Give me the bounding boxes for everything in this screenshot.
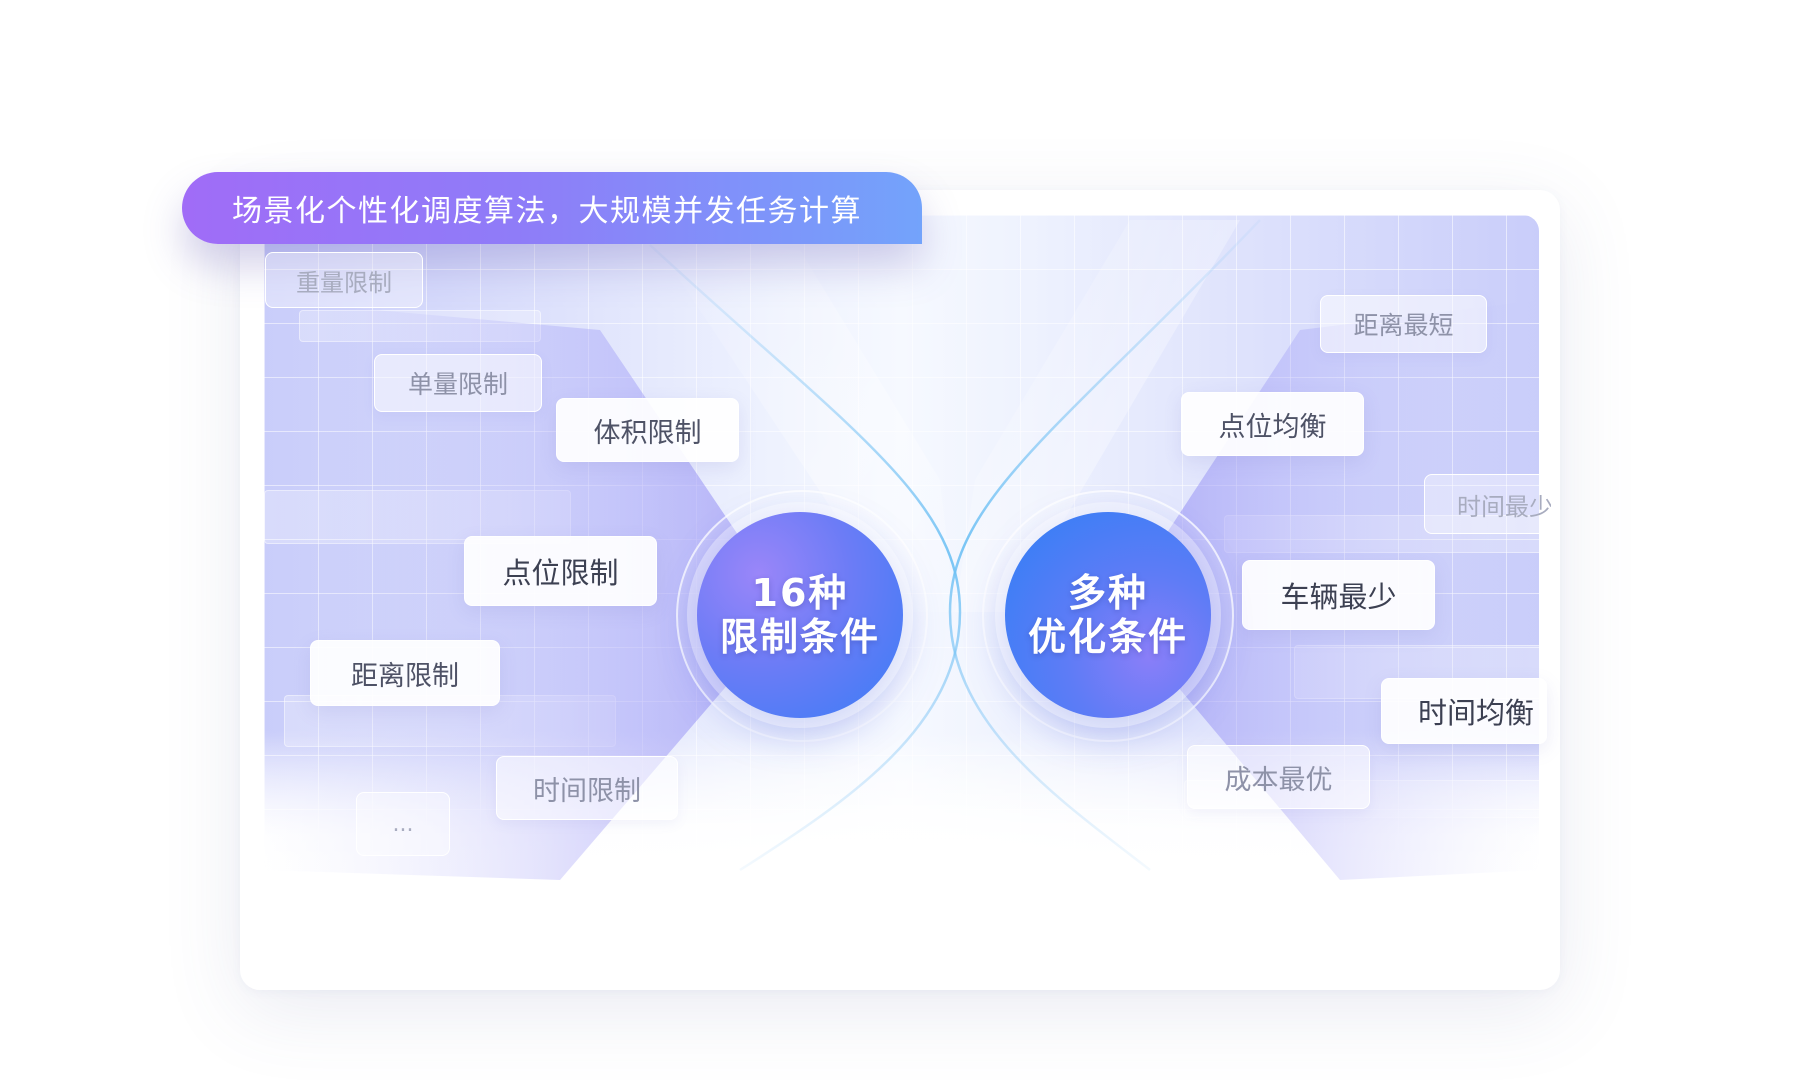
optimization-conditions-circle: 多种 优化条件	[1005, 512, 1211, 718]
tag-time-limit: 时间限制	[496, 756, 678, 820]
title-text: 场景化个性化调度算法，大规模并发任务计算	[232, 194, 862, 229]
tag-volume-limit: 体积限制	[556, 398, 739, 462]
tag-order-limit: 单量限制	[374, 354, 542, 412]
tag-shortest-distance: 距离最短	[1320, 295, 1487, 353]
tag-point-balance: 点位均衡	[1181, 392, 1364, 456]
tag-optimal-cost: 成本最优	[1187, 745, 1370, 809]
tag-distance-limit: 距离限制	[310, 640, 500, 706]
tag-fewest-vehicles: 车辆最少	[1242, 560, 1435, 630]
tag-time-balance: 时间均衡	[1381, 678, 1547, 744]
tag-weight-limit: 重量限制	[265, 252, 423, 308]
title-banner: 场景化个性化调度算法，大规模并发任务计算	[182, 172, 922, 244]
optimization-count-text: 多种	[1067, 571, 1148, 615]
limit-label-text: 限制条件	[719, 615, 880, 659]
limit-conditions-circle: 16种 限制条件	[697, 512, 903, 718]
left-curve	[649, 244, 962, 872]
tag-point-limit: 点位限制	[464, 536, 657, 606]
optimization-label-text: 优化条件	[1027, 615, 1188, 659]
right-light-band	[955, 220, 1240, 612]
tag-ellipsis: ...	[356, 792, 450, 856]
right-curve	[948, 219, 1261, 871]
tag-least-time: 时间最少	[1424, 474, 1552, 534]
limit-count-text: 16种	[751, 571, 849, 615]
